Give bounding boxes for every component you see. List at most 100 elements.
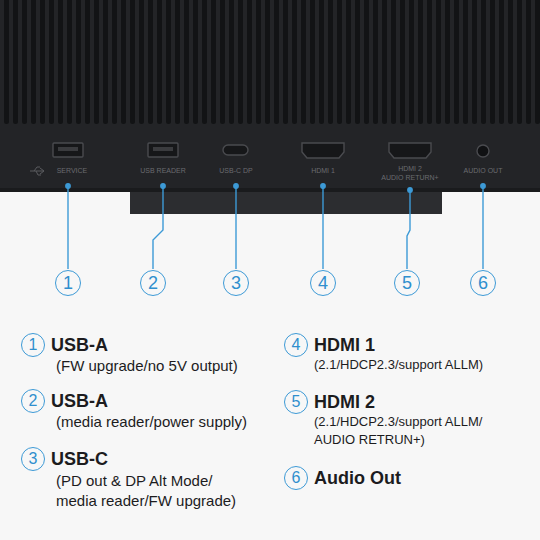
callout-number: 6 — [478, 274, 488, 292]
port-description: (2.1/HDCP2.3/support ALLM/ AUDIO RETRUN+… — [314, 413, 519, 449]
vent-slot — [85, 0, 90, 124]
vent-slot — [427, 0, 432, 124]
port-label: HDMI 2 — [398, 164, 422, 173]
vent-slot — [40, 0, 45, 124]
vent-slot — [220, 0, 225, 124]
vent-slot — [148, 0, 153, 124]
vent-slot — [481, 0, 486, 124]
callout-number: 6 — [292, 470, 301, 486]
vent-slot — [4, 0, 9, 124]
vent-slot — [229, 0, 234, 124]
vent-slot — [391, 0, 396, 124]
port-label: AUDIO RETURN+ — [381, 173, 438, 182]
vent-slot — [121, 0, 126, 124]
port-label: AUDIO OUT — [464, 166, 503, 175]
callout-circle: 5 — [284, 390, 308, 414]
vent-slot — [328, 0, 333, 124]
port-name: Audio Out — [314, 468, 401, 488]
vent-slot — [292, 0, 297, 124]
vent-slot — [22, 0, 27, 124]
callout-circle: 4 — [284, 333, 308, 357]
callout-number: 5 — [402, 274, 412, 292]
vent-slot — [490, 0, 495, 124]
vent-slot — [508, 0, 513, 124]
vent-slot — [454, 0, 459, 124]
callout-number: 4 — [318, 274, 328, 292]
port-description: (2.1/HDCP2.3/support ALLM) — [314, 357, 483, 373]
vent-slot — [130, 0, 135, 124]
vent-slot — [112, 0, 117, 124]
callout-number: 5 — [292, 394, 301, 410]
callout-circle: 6 — [284, 466, 308, 490]
vent-slot — [139, 0, 144, 124]
vent-slots — [4, 0, 540, 124]
ports — [53, 143, 489, 158]
vent-slot — [67, 0, 72, 124]
vent-slot — [58, 0, 63, 124]
callout-circle: 4 — [310, 270, 336, 296]
vent-slot — [436, 0, 441, 124]
vent-slot — [346, 0, 351, 124]
callout-number: 3 — [231, 274, 241, 292]
callout-circle: 3 — [21, 447, 45, 471]
vent-slot — [157, 0, 162, 124]
port-label: SERVICE — [57, 166, 88, 175]
vent-slot — [274, 0, 279, 124]
vent-slot — [31, 0, 36, 124]
port-name: USB-A — [51, 391, 108, 411]
callout-number: 3 — [29, 451, 38, 467]
callout-circle: 1 — [21, 333, 45, 357]
usb-symbol — [30, 167, 44, 175]
callout-number: 4 — [292, 337, 301, 353]
port-name: USB-C — [51, 449, 108, 469]
vent-slot — [301, 0, 306, 124]
callout-circle: 5 — [394, 270, 420, 296]
vent-slot — [355, 0, 360, 124]
vent-slot — [193, 0, 198, 124]
callout-circle: 2 — [21, 389, 45, 413]
vent-slot — [319, 0, 324, 124]
vent-slot — [535, 0, 540, 124]
vent-slot — [103, 0, 108, 124]
port-description: (media reader/power supply) — [56, 413, 247, 431]
vent-slot — [13, 0, 18, 124]
vent-slot — [247, 0, 252, 124]
vent-slot — [409, 0, 414, 124]
vent-slot — [526, 0, 531, 124]
port-label: HDMI 1 — [311, 166, 335, 175]
vent-slot — [184, 0, 189, 124]
vent-slot — [283, 0, 288, 124]
vent-slot — [499, 0, 504, 124]
port-name: HDMI 2 — [314, 392, 375, 412]
vent-slot — [49, 0, 54, 124]
port-description: (PD out & DP Alt Mode/ media reader/FW u… — [56, 471, 256, 511]
vent-slot — [175, 0, 180, 124]
vent-slot — [445, 0, 450, 124]
port-name: HDMI 1 — [314, 335, 375, 355]
callout-number: 2 — [29, 393, 38, 409]
vent-slot — [337, 0, 342, 124]
callout-circle: 3 — [223, 270, 249, 296]
device-foot — [130, 192, 442, 214]
callout-number: 1 — [29, 337, 38, 353]
vent-slot — [418, 0, 423, 124]
vent-slot — [463, 0, 468, 124]
leader-lines — [66, 184, 485, 269]
vent-slot — [76, 0, 81, 124]
callout-circle: 6 — [470, 270, 496, 296]
callout-number: 1 — [63, 274, 73, 292]
vent-slot — [238, 0, 243, 124]
callout-circle: 1 — [55, 270, 81, 296]
vent-slot — [364, 0, 369, 124]
port-label: USB-C DP — [219, 166, 252, 175]
vent-slot — [310, 0, 315, 124]
callout-number: 2 — [148, 274, 158, 292]
vent-slot — [265, 0, 270, 124]
vent-slot — [256, 0, 261, 124]
port-description: (FW upgrade/no 5V output) — [56, 357, 238, 375]
vent-slot — [202, 0, 207, 124]
port-label: USB READER — [140, 166, 186, 175]
vent-slot — [211, 0, 216, 124]
vent-slot — [400, 0, 405, 124]
vent-slot — [382, 0, 387, 124]
